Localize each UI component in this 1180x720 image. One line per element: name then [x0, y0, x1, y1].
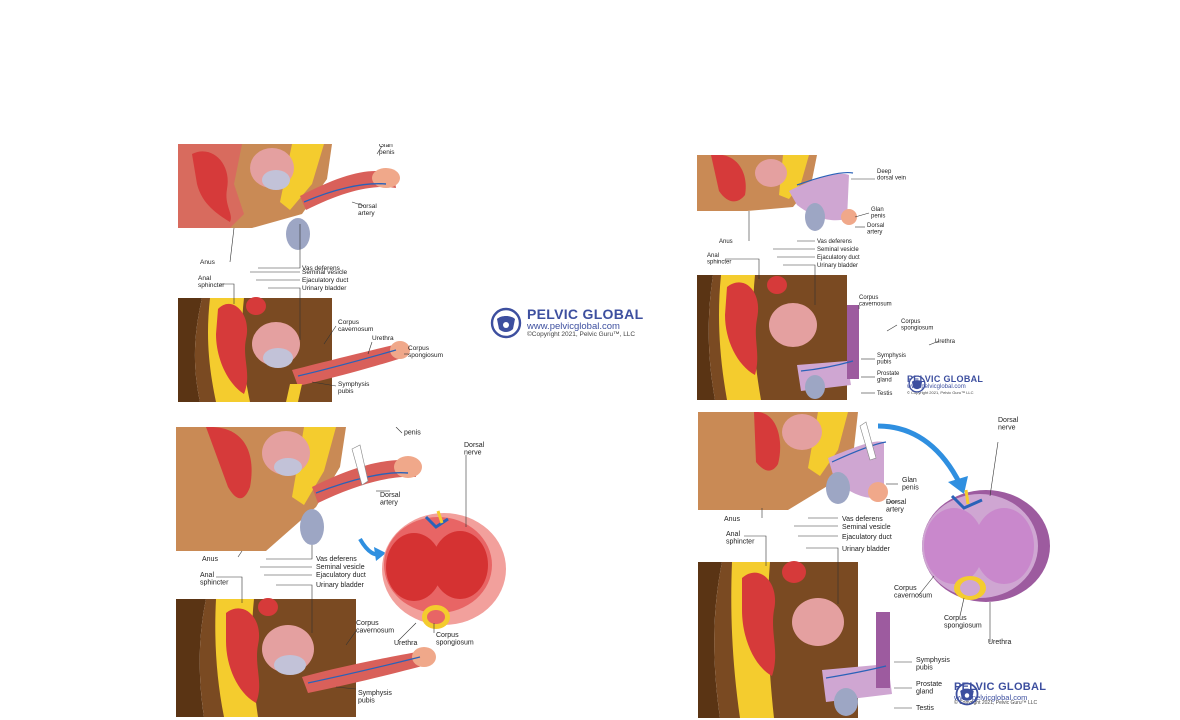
logo-brand: PELVIC GLOBAL [954, 681, 1047, 693]
label-ejaculatory-duct: Ejaculatory duct [302, 277, 348, 284]
label-vas-deferens: Vas deferens [316, 556, 357, 563]
pelvic-global-logo-2: PELVIC GLOBAL www.pelvicglobal.com © Cop… [907, 374, 984, 395]
pelvis-logo-icon [955, 682, 979, 706]
label-urinary-bladder: Urinary bladder [842, 546, 891, 553]
label-ejaculatory-duct: Ejaculatory duct [842, 534, 892, 541]
logo-brand: PELVIC GLOBAL [527, 306, 644, 323]
cross-section [877, 423, 1050, 602]
pelvis-logo-icon [490, 307, 522, 339]
label-ejaculatory-duct: Ejaculatory duct [316, 572, 366, 579]
label-seminal-vesicle: Seminal vesicle [302, 269, 348, 276]
label-seminal-vesicle: Seminal vesicle [817, 247, 859, 253]
erect-view [176, 598, 436, 717]
label-urinary-bladder: Urinary bladder [316, 582, 365, 589]
logo-copyright: © Copyright 2021, Pelvic Guru™ LLC [907, 389, 974, 395]
label-ejaculatory-duct: Ejaculatory duct [817, 255, 860, 261]
logo-url: www.pelvicglobal.com [907, 384, 966, 391]
pelvic-global-logo-3: PELVIC GLOBAL www.pelvicglobal.com © Cop… [954, 681, 1047, 707]
label-anus: Anus [719, 239, 733, 245]
logo-brand: PELVIC GLOBAL [907, 374, 984, 384]
label-seminal-vesicle: Seminal vesicle [842, 524, 891, 531]
flaccid-view [176, 427, 422, 551]
label-testis: Testis [916, 705, 934, 712]
logo-url: www.pelvicglobal.com [527, 320, 620, 332]
flaccid-view [697, 155, 857, 231]
flaccid-view [698, 412, 888, 510]
label-vas-deferens: Vas deferens [817, 239, 852, 245]
label-urethra: Urethra [372, 335, 394, 342]
label-seminal-vesicle: Seminal vesicle [316, 564, 365, 571]
label-testis: Testis [877, 391, 892, 397]
erect-view [697, 275, 859, 400]
cross-section [358, 510, 506, 629]
label-urethra: Urethra [988, 639, 1011, 646]
label-vas-deferens: Vas deferens [842, 516, 883, 523]
label-urinary-bladder: Urinary bladder [302, 285, 347, 292]
label-urethra: Urethra [935, 339, 956, 345]
label-anus: Anus [202, 556, 218, 563]
erect-view [178, 297, 410, 402]
label-urinary-bladder: Urinary bladder [817, 263, 858, 269]
pelvic-global-logo-1: PELVIC GLOBAL www.pelvicglobal.com ©Copy… [489, 307, 643, 339]
logo-copyright: © Copyright 2021, Pelvic Guru™ LLC [954, 700, 1038, 707]
erect-view [698, 561, 892, 718]
logo-url: www.pelvicglobal.com [954, 692, 1028, 702]
flaccid-view [178, 144, 400, 250]
label-vas-deferens: Vas deferens [302, 265, 341, 272]
logo-copyright: ©Copyright 2021, Pelvic Guru™, LLC [527, 330, 636, 338]
label-anus: Anus [200, 259, 216, 266]
label-anus: Anus [724, 516, 740, 523]
pelvis-logo-icon [908, 375, 926, 393]
label-urethra: Urethra [394, 640, 417, 647]
